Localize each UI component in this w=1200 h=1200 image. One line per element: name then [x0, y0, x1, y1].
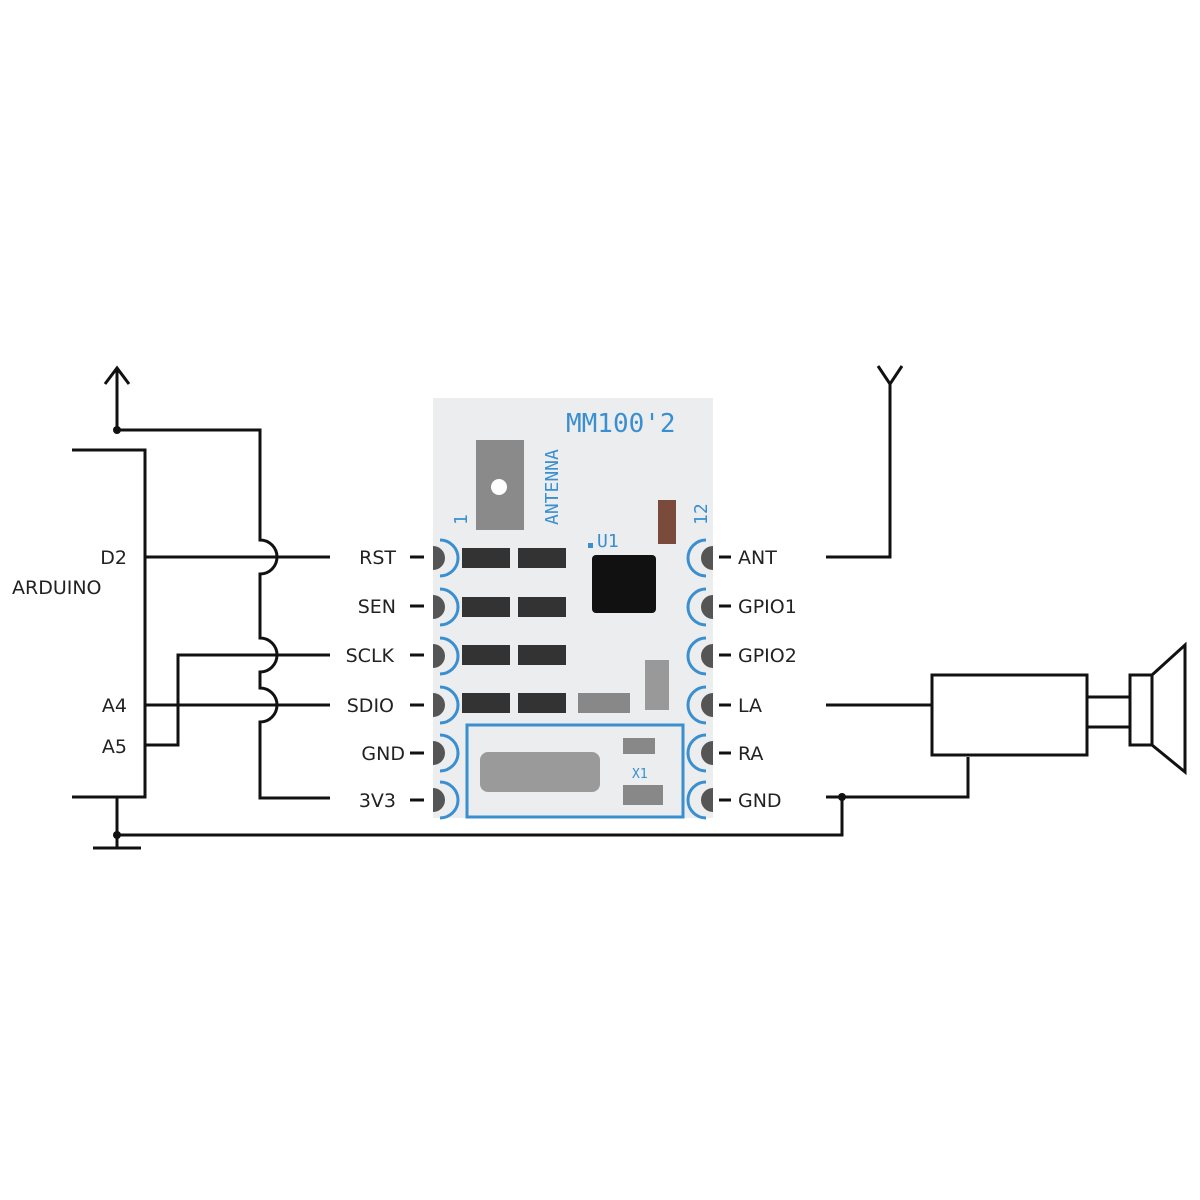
amplifier-block: [930, 673, 1089, 757]
module-name: MM100'2: [566, 409, 676, 439]
left-pin-labels: RST SEN SCLK SDIO GND 3V3: [346, 547, 424, 812]
antenna-icon: [876, 365, 904, 387]
chip-u1: [592, 555, 656, 613]
pin-gnd-right: GND: [738, 790, 782, 812]
arduino-block: [72, 448, 147, 799]
wire-3v3: [117, 428, 330, 800]
wire-ground: [93, 757, 970, 850]
pin-gnd-left: GND: [361, 743, 405, 765]
junction-dot: [113, 831, 121, 839]
wire-amp-speaker: [1087, 695, 1130, 729]
pin-ra: RA: [738, 743, 763, 765]
pin-sclk: SCLK: [346, 645, 395, 667]
pin-la: LA: [738, 695, 762, 717]
pin1-label: 1: [451, 514, 472, 525]
speaker-icon: [1128, 641, 1187, 776]
pin12-label: 12: [691, 503, 712, 525]
pin-label-d2: D2: [100, 547, 127, 569]
pin-3v3: 3V3: [359, 790, 396, 812]
pin-label-a4: A4: [102, 695, 127, 717]
pin-sdio: SDIO: [347, 695, 394, 717]
junction-dot: [838, 793, 846, 801]
right-pin-labels: ANT GPIO1 GPIO2 LA RA GND: [719, 547, 797, 812]
pin-sen: SEN: [358, 596, 396, 618]
wire-a5-sclk: [145, 653, 330, 747]
pin-rst: RST: [359, 547, 396, 569]
crystal: [480, 752, 600, 792]
vcc-arrow-icon: [103, 365, 131, 430]
pin-gpio1: GPIO1: [738, 596, 797, 618]
arduino-label: ARDUINO: [12, 577, 102, 599]
chip-label: U1: [597, 531, 619, 552]
radio-module-pcb: MM100'2 ANTENNA 1 12 U1 X1: [433, 398, 713, 820]
pin-gpio2: GPIO2: [738, 645, 797, 667]
pin-ant: ANT: [738, 547, 777, 569]
wire-antenna: [826, 382, 892, 559]
crystal-label: X1: [632, 767, 648, 782]
pin-label-a5: A5: [102, 736, 127, 758]
antenna-silk-label: ANTENNA: [542, 449, 563, 525]
